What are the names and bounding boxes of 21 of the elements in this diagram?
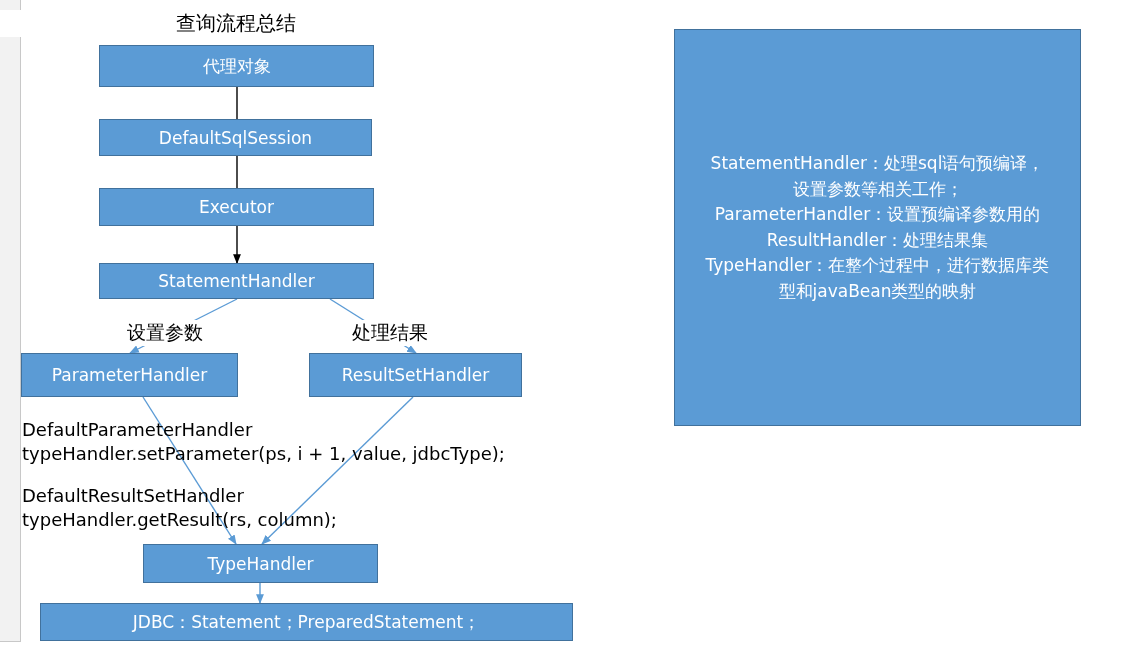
note-text: ResultHandler：处理结果集: [766, 228, 989, 252]
process-box: TypeHandler: [143, 544, 378, 583]
arrow: [233, 225, 241, 264]
process-box: Executor: [99, 188, 374, 226]
arrow: [261, 396, 414, 545]
process-box: DefaultSqlSession: [99, 119, 372, 156]
process-box: StatementHandler: [99, 263, 374, 299]
note-panel: [674, 29, 1081, 426]
process-box: 代理对象: [99, 45, 374, 87]
process-box: ParameterHandler: [21, 353, 238, 397]
edge-label: 处理结果: [352, 320, 428, 346]
note-text: TypeHandler：在整个过程中，进行数据库类型和javaBean类型的映射: [705, 254, 1050, 303]
code-text: DefaultParameterHandler typeHandler.setParameter(ps, i + 1, value, jdbcType);: [22, 418, 505, 467]
note-text: ParameterHandler：设置预编译参数用的: [714, 203, 1041, 226]
note-text: StatementHandler：处理sql语句预编译，设置参数等相关工作；: [709, 152, 1046, 201]
arrow: [256, 582, 264, 604]
title: 查询流程总结: [176, 11, 296, 35]
process-box: JDBC：Statement；PreparedStatement；: [40, 603, 573, 641]
arrow: [142, 396, 237, 545]
edge-label: 设置参数: [127, 320, 203, 346]
process-box: ResultSetHandler: [309, 353, 522, 397]
